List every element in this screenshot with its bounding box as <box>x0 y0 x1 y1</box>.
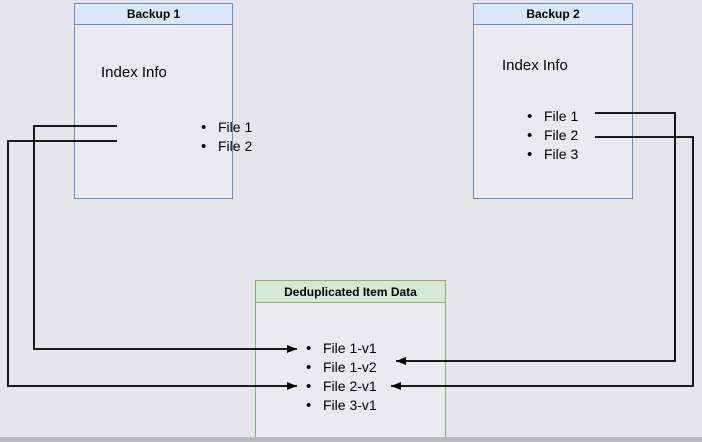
dedup-item-file2v1: File 2-v1 <box>306 377 377 396</box>
dedup-header: Deduplicated Item Data <box>256 281 445 303</box>
backup2-box: Backup 2 Index Info File 1 File 2 File 3 <box>473 3 633 199</box>
backup2-file-3: File 3 <box>527 145 578 164</box>
backup2-header: Backup 2 <box>474 4 632 25</box>
backup1-box: Backup 1 Index Info File 1 File 2 <box>74 3 252 199</box>
backup1-header: Backup 1 <box>75 4 232 25</box>
backup2-title: Backup 2 <box>526 7 580 21</box>
backup1-file-2: File 2 <box>201 137 252 156</box>
backup1-index-info-label: Index Info <box>101 64 167 81</box>
dedup-item-file1v2: File 1-v2 <box>306 358 377 377</box>
dedup-item-file3v1: File 3-v1 <box>306 396 377 415</box>
dedup-item-list: File 1-v1 File 1-v2 File 2-v1 File 3-v1 <box>306 339 377 415</box>
backup2-file-list: File 1 File 2 File 3 <box>527 107 578 164</box>
dedup-item-file1v1: File 1-v1 <box>306 339 377 358</box>
backup1-file-1: File 1 <box>201 118 252 137</box>
backup2-file-2: File 2 <box>527 126 578 145</box>
dedup-box: Deduplicated Item Data File 1-v1 File 1-… <box>255 280 446 439</box>
window-bottom-edge <box>0 437 702 442</box>
backup2-index-info-label: Index Info <box>502 57 568 74</box>
backup1-title: Backup 1 <box>126 7 181 21</box>
backup1-file-list: File 1 File 2 <box>201 118 252 156</box>
dedup-title: Deduplicated Item Data <box>284 284 417 299</box>
backup2-file-1: File 1 <box>527 107 578 126</box>
